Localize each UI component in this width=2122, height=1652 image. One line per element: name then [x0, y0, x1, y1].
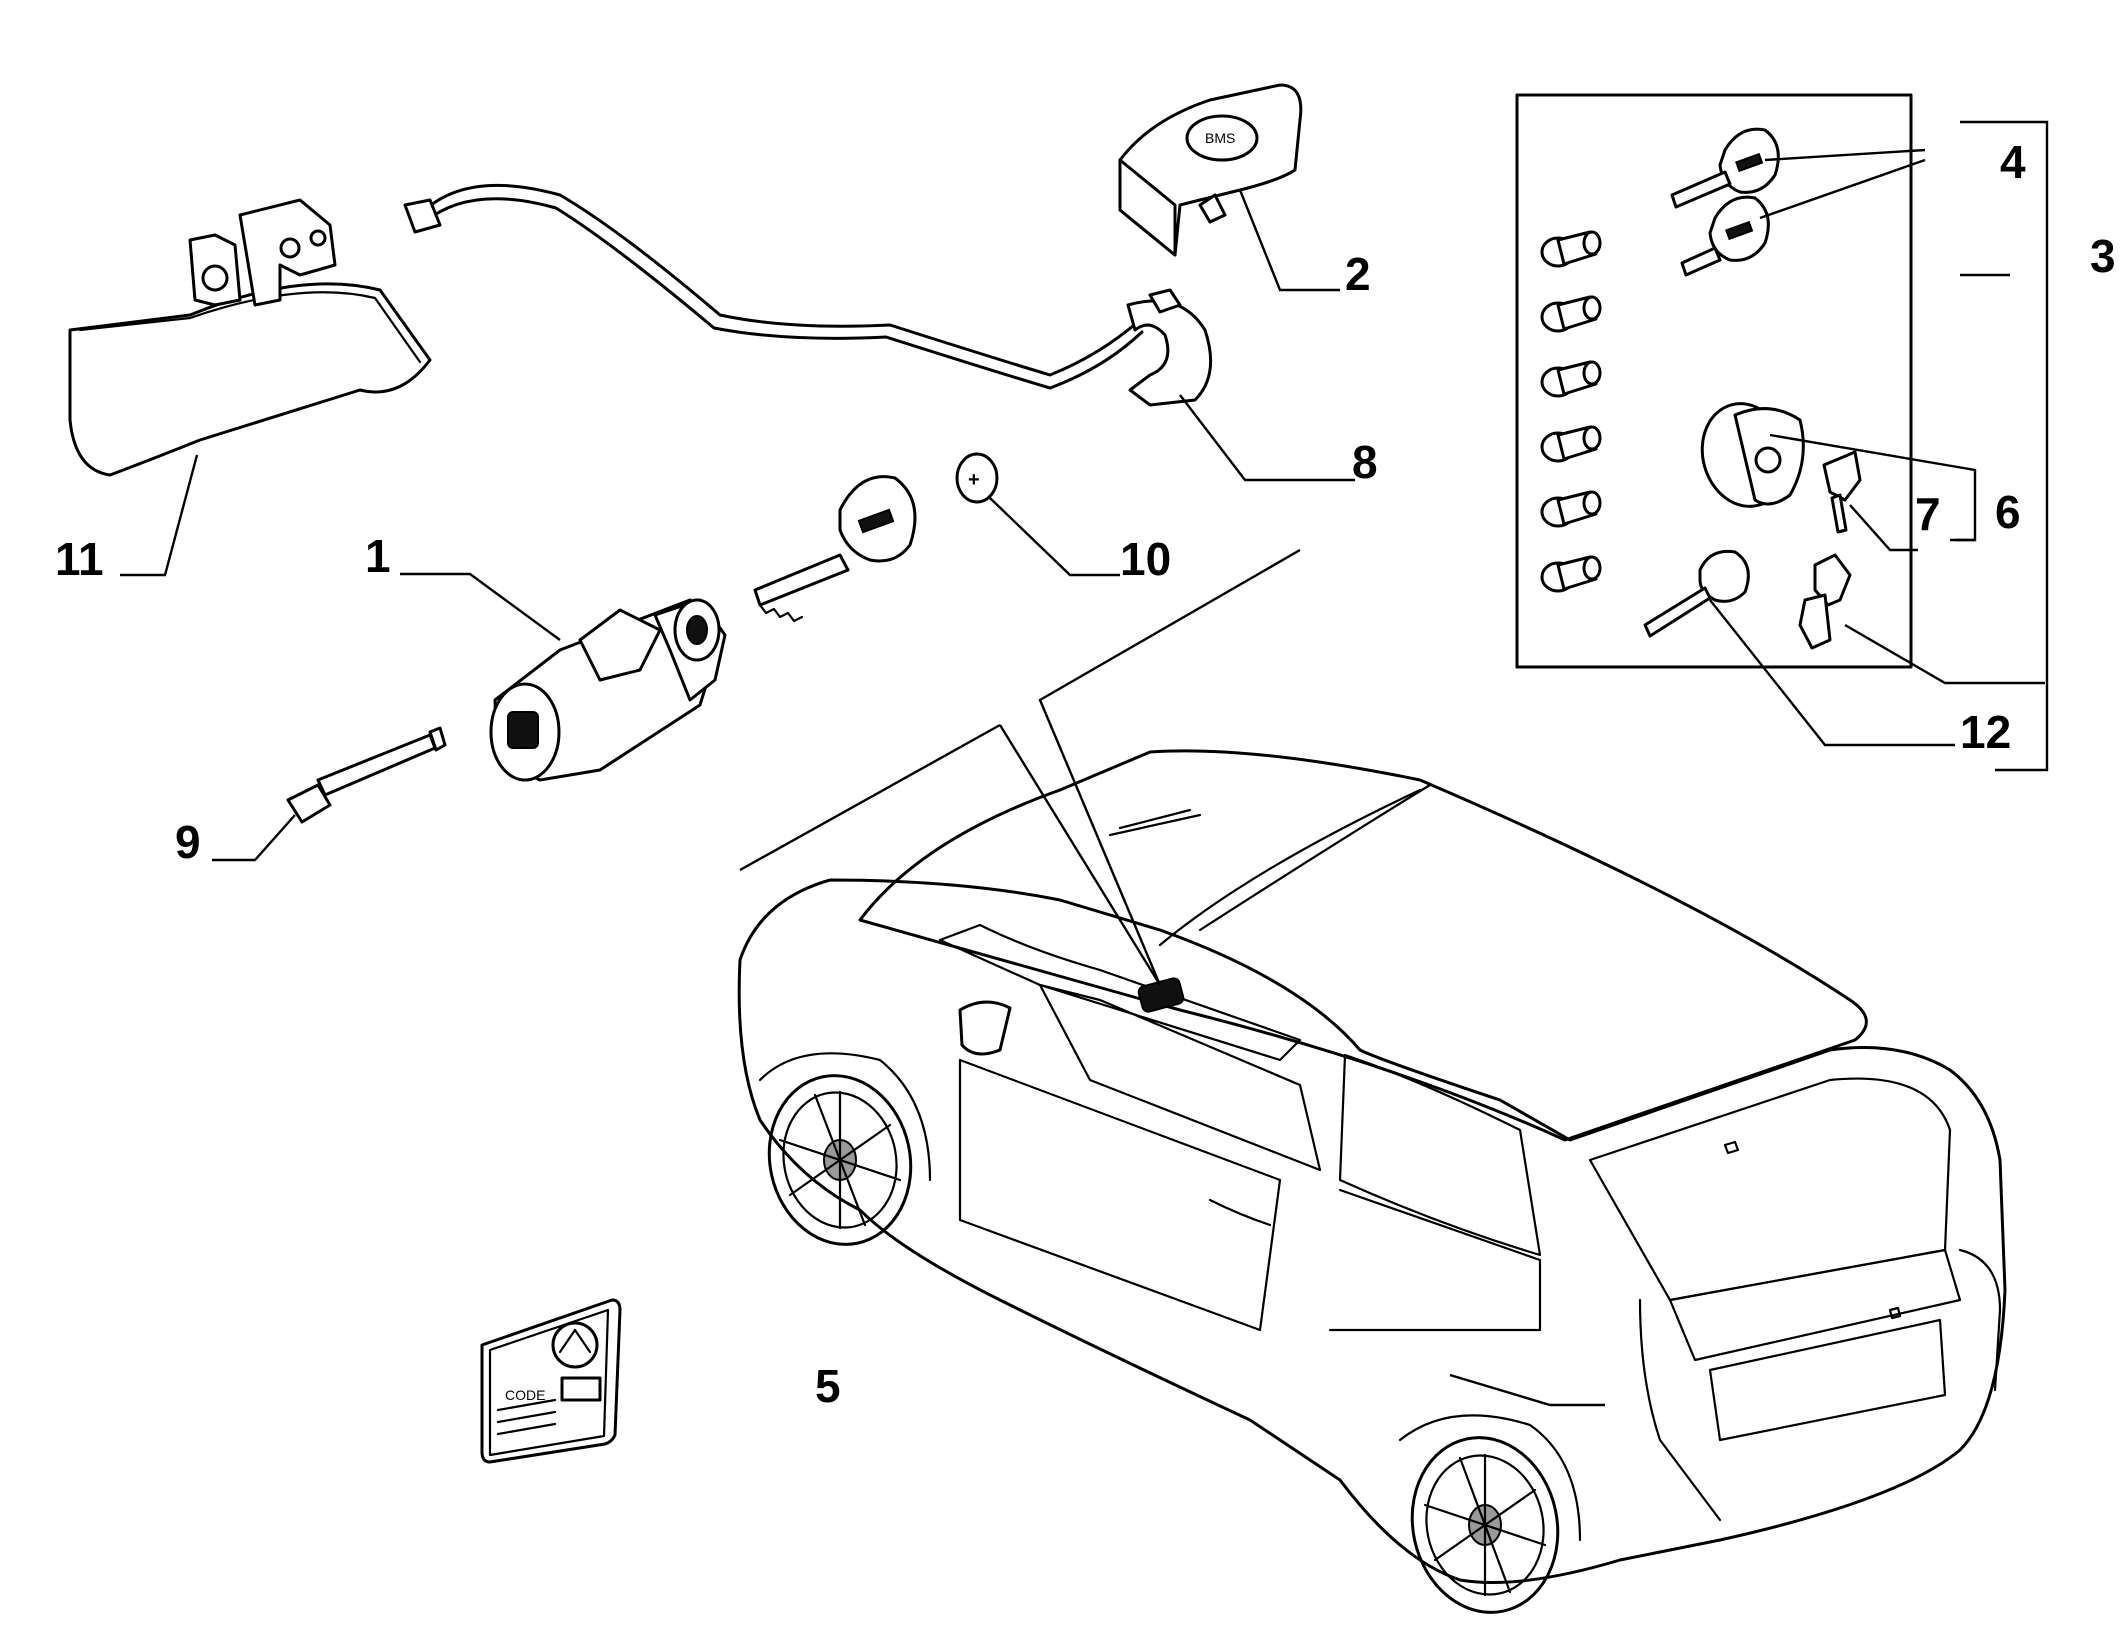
callout-10: 10: [1120, 533, 1171, 585]
part-7-insert: [1822, 450, 1862, 534]
kit-lock-cylinders: [1540, 230, 1602, 593]
callout-6: 6: [1995, 486, 2021, 538]
part-9-bolt: [286, 726, 447, 824]
callout-12: 12: [1960, 706, 2011, 758]
svg-text:+: +: [968, 469, 980, 491]
part-2-cover: BMS: [1118, 83, 1303, 257]
callout-1: 1: [365, 530, 391, 582]
callout-8: 8: [1352, 436, 1378, 488]
callout-labels: 1 2 3 4 5 6 7 8 9 10 11 12: [55, 136, 2116, 1412]
part-5-code-card: CODE: [480, 1298, 622, 1464]
leader-lines: [120, 120, 2049, 1407]
part-8-cable-clip: [403, 183, 1213, 407]
part-4-keys: [1670, 127, 1780, 277]
part-12-key-blank: [1643, 549, 1750, 638]
callout-9: 9: [175, 816, 201, 868]
kit-box: [1515, 93, 1913, 669]
callout-11: 11: [55, 533, 104, 585]
part-6-knob: [1700, 402, 1805, 508]
callout-2: 2: [1345, 248, 1371, 300]
part-10-battery: +: [955, 452, 999, 504]
callout-5: 5: [815, 1360, 841, 1412]
section-pointer-lines: [739, 548, 1301, 986]
part-12-transponder: [1798, 553, 1852, 650]
ignition-key: [753, 475, 917, 623]
svg-text:BMS: BMS: [1205, 130, 1235, 146]
part-11-panel-latch: [68, 198, 432, 477]
callout-3: 3: [2090, 230, 2116, 282]
part-1-lock-cylinder: [489, 598, 727, 782]
callout-7: 7: [1915, 488, 1941, 540]
code-card-code-label: CODE: [505, 1387, 545, 1403]
callout-4: 4: [2000, 136, 2026, 188]
car-outline: [737, 749, 2007, 1614]
